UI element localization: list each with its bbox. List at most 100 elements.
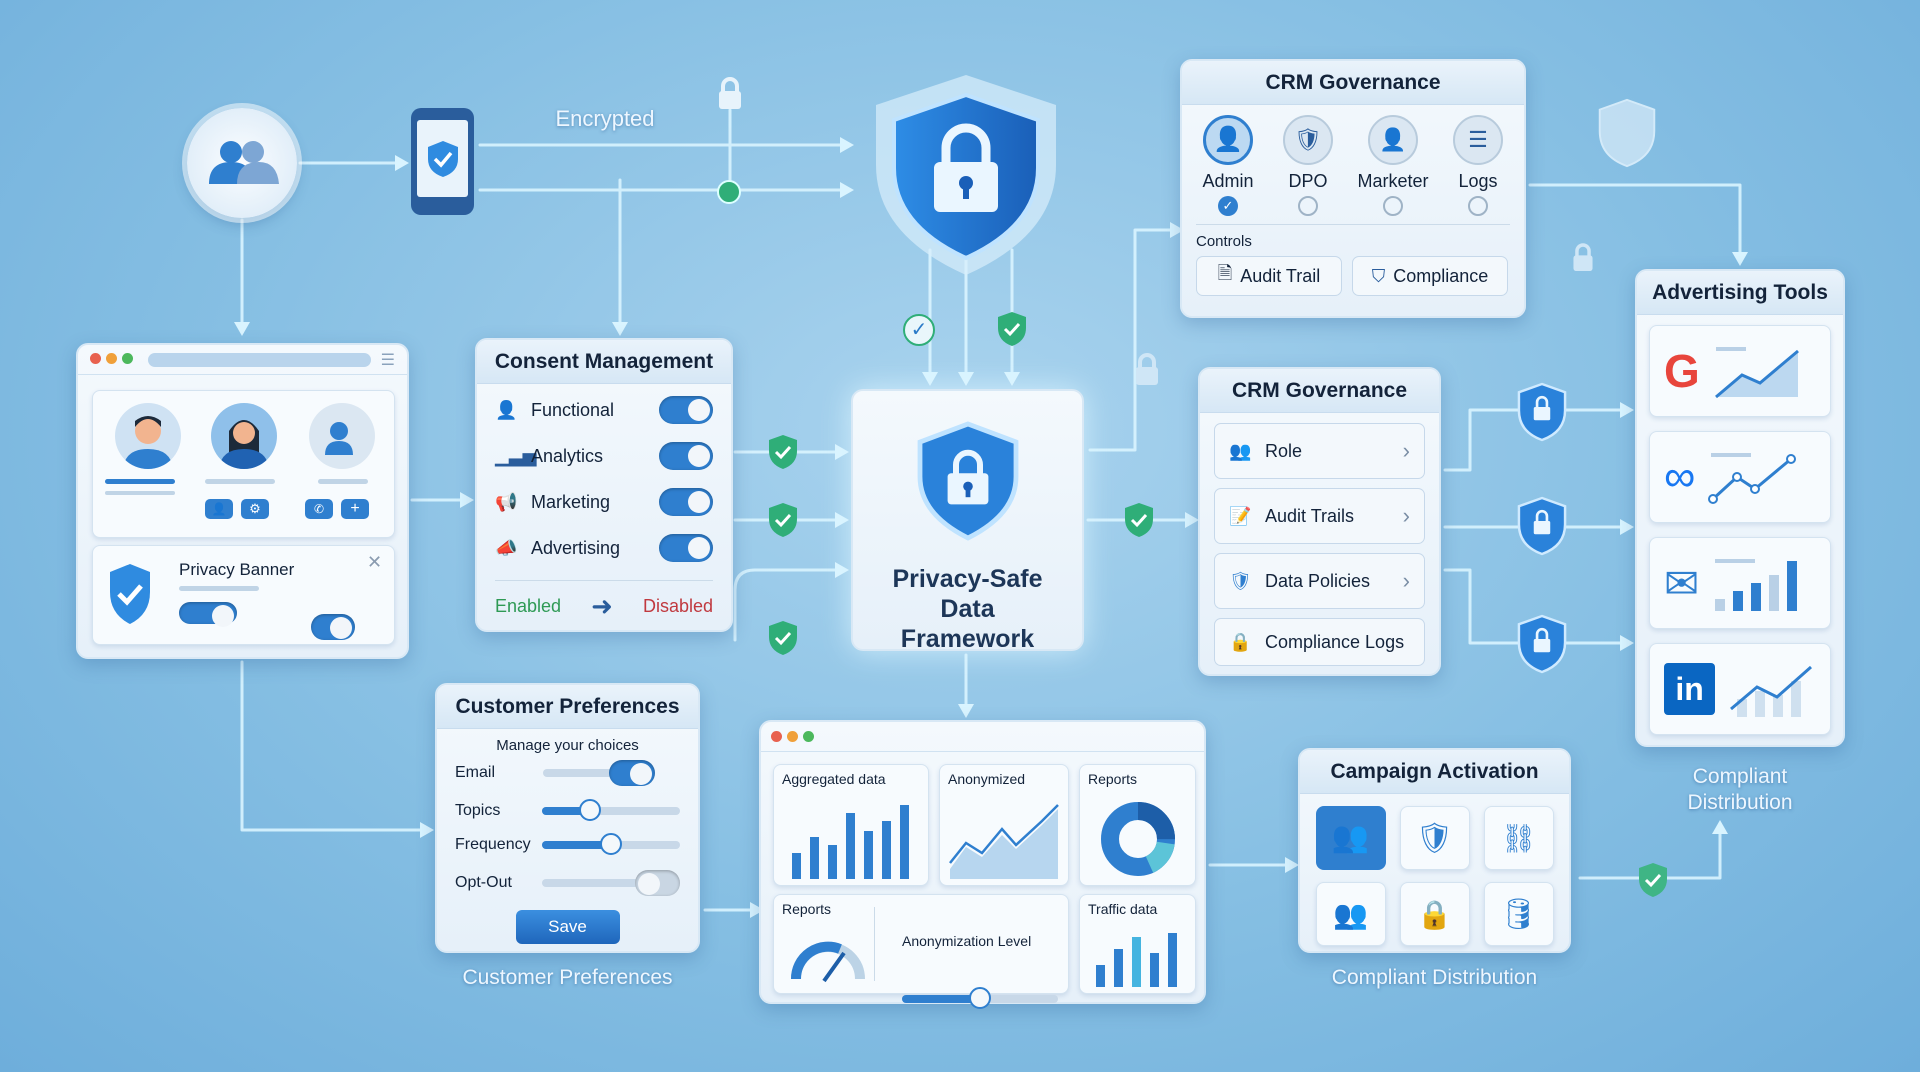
address-bar[interactable] — [148, 352, 371, 367]
role-admin[interactable]: 👤Admin✓ — [1188, 115, 1268, 216]
compliance-badge-icon: ⛉ — [1371, 265, 1386, 286]
add-button[interactable]: + — [341, 499, 369, 519]
shield-tile[interactable]: 🛡 — [1399, 806, 1470, 870]
radio-selected[interactable]: ✓ — [1218, 196, 1238, 216]
window-controls[interactable] — [90, 351, 138, 369]
functional-toggle[interactable] — [659, 396, 713, 424]
megaphone-icon: 📣 — [495, 537, 518, 558]
database-tile[interactable]: 🛢 — [1483, 882, 1554, 946]
blue-shield-lock-icon — [1514, 380, 1570, 449]
frequency-label: Frequency — [455, 836, 531, 853]
compliance-logs-item[interactable]: 🔒Compliance Logs — [1214, 618, 1425, 666]
main-shield-lock-icon — [866, 70, 1066, 285]
group-tile[interactable]: 👥 — [1315, 882, 1386, 946]
connector-browser-prefs — [240, 660, 427, 832]
email-tile[interactable]: ✉ — [1649, 537, 1831, 629]
document-icon: 🗎 — [1217, 263, 1233, 283]
edit-document-icon: 📝 — [1229, 505, 1252, 526]
preferences-title: Customer Preferences — [437, 685, 698, 729]
phone-button[interactable]: ✆ — [305, 499, 333, 519]
enabled-label: Enabled — [495, 596, 562, 616]
anonymization-level-slider[interactable] — [902, 987, 1058, 1009]
blue-shield-lock-icon — [1514, 612, 1570, 681]
avatar-man[interactable] — [115, 403, 181, 469]
linkedin-logo-icon: in — [1664, 663, 1716, 715]
anonymization-level-label: Anonymization Level — [902, 933, 1032, 949]
bar-chart-icon — [792, 805, 909, 879]
customer-preferences-panel: Customer Preferences Manage your choices… — [435, 683, 700, 953]
window-controls[interactable] — [761, 722, 1204, 752]
linkedin-tile[interactable]: in — [1649, 643, 1831, 735]
role-item[interactable]: 👥Role› — [1214, 423, 1425, 479]
radio-unselected[interactable] — [1298, 196, 1318, 216]
chevron-right-icon: › — [1402, 568, 1410, 593]
avatar-generic[interactable] — [309, 403, 375, 469]
settings-button[interactable]: ⚙ — [241, 499, 269, 519]
anonymized-card[interactable]: Anonymized — [939, 764, 1069, 886]
meta-ads-tile[interactable]: ∞ — [1649, 431, 1831, 523]
save-button[interactable]: Save — [515, 910, 620, 944]
aggregated-data-card[interactable]: Aggregated data — [773, 764, 929, 886]
customer-preferences-caption: Customer Preferences — [462, 966, 673, 989]
privacy-banner: Privacy Banner ✕ — [92, 545, 395, 645]
donut-chart-icon — [1101, 802, 1175, 876]
role-logs[interactable]: ☰Logs — [1438, 115, 1518, 216]
reports-donut-card[interactable]: Reports — [1079, 764, 1196, 886]
meta-logo-icon: ∞ — [1664, 452, 1696, 501]
compliant-distribution-right-label: Compliant Distribution — [1687, 765, 1793, 814]
optout-toggle[interactable] — [634, 870, 680, 896]
hierarchy-tile[interactable]: ⛓ — [1483, 806, 1554, 870]
frequency-slider[interactable] — [541, 833, 680, 855]
radio-unselected[interactable] — [1468, 196, 1488, 216]
banner-slider-toggle[interactable] — [179, 602, 237, 627]
users-group-icon — [187, 108, 297, 218]
user-button[interactable]: 👤 — [205, 499, 233, 519]
blue-shield-lock-icon — [1514, 494, 1570, 563]
banner-consent-toggle[interactable] — [311, 614, 355, 640]
google-ads-tile[interactable]: G — [1649, 325, 1831, 417]
bar-chart-icon: ▁▃▅ — [495, 445, 537, 466]
traffic-data-card[interactable]: Traffic data — [1079, 894, 1196, 994]
analytics-toggle[interactable] — [659, 442, 713, 470]
audit-trail-button[interactable]: 🗎Audit Trail — [1196, 256, 1342, 296]
crm-governance-list-panel: CRM Governance 👥Role› 📝Audit Trails› 🛡Da… — [1198, 367, 1441, 676]
consent-item-analytics: ▁▃▅Analytics — [495, 442, 713, 470]
line-chart-icon — [949, 804, 1059, 879]
chevron-right-icon: › — [1402, 438, 1410, 463]
compliant-distribution-caption: Compliant Distribution — [1331, 966, 1538, 989]
shield-icon: 🛡 — [1283, 115, 1333, 165]
consent-title: Consent Management — [477, 340, 731, 384]
compliance-button[interactable]: ⛉Compliance — [1352, 256, 1508, 296]
marketing-toggle[interactable] — [659, 488, 713, 516]
green-shield-check-icon — [1636, 860, 1670, 905]
lock-shield-tile[interactable]: 🔒 — [1399, 882, 1470, 946]
data-policies-item[interactable]: 🛡Data Policies› — [1214, 553, 1425, 609]
controls-label: Controls — [1196, 233, 1252, 250]
topics-label: Topics — [455, 802, 501, 819]
gauge-icon — [790, 941, 865, 983]
google-logo-icon: G — [1664, 345, 1700, 397]
padlock-icon — [1132, 352, 1162, 393]
close-icon[interactable]: ✕ — [367, 552, 383, 572]
crm-governance-roles-panel: CRM Governance 👤Admin✓ 🛡DPO 👤Marketer ☰L… — [1180, 59, 1526, 318]
advertising-toggle[interactable] — [659, 534, 713, 562]
topics-slider[interactable] — [541, 799, 680, 821]
audience-tile[interactable]: 👥 — [1315, 806, 1386, 870]
menu-icon[interactable]: ☰ — [380, 351, 395, 369]
avatar-woman[interactable] — [211, 403, 277, 469]
connector-crm-top-adv — [1528, 183, 1742, 260]
email-toggle[interactable] — [609, 760, 655, 786]
advertising-tools-panel: Advertising Tools G ∞ ✉ in — [1635, 269, 1845, 747]
radio-unselected[interactable] — [1383, 196, 1403, 216]
megaphone-icon: 📢 — [495, 491, 518, 512]
shield-check-icon: 🛡 — [1229, 570, 1252, 591]
check-badge-icon — [717, 180, 741, 204]
analytics-dashboard-window: Aggregated data Anonymized Reports Repor… — [759, 720, 1206, 1009]
email-label: Email — [455, 764, 496, 781]
audit-trails-item[interactable]: 📝Audit Trails› — [1214, 488, 1425, 544]
reports-gauge-card[interactable]: Reports Anonymization Level — [773, 894, 1069, 1009]
role-marketer[interactable]: 👤Marketer — [1348, 115, 1438, 216]
role-dpo[interactable]: 🛡DPO — [1268, 115, 1348, 216]
padlock-icon — [715, 76, 745, 117]
green-shield-check-icon — [766, 618, 800, 663]
